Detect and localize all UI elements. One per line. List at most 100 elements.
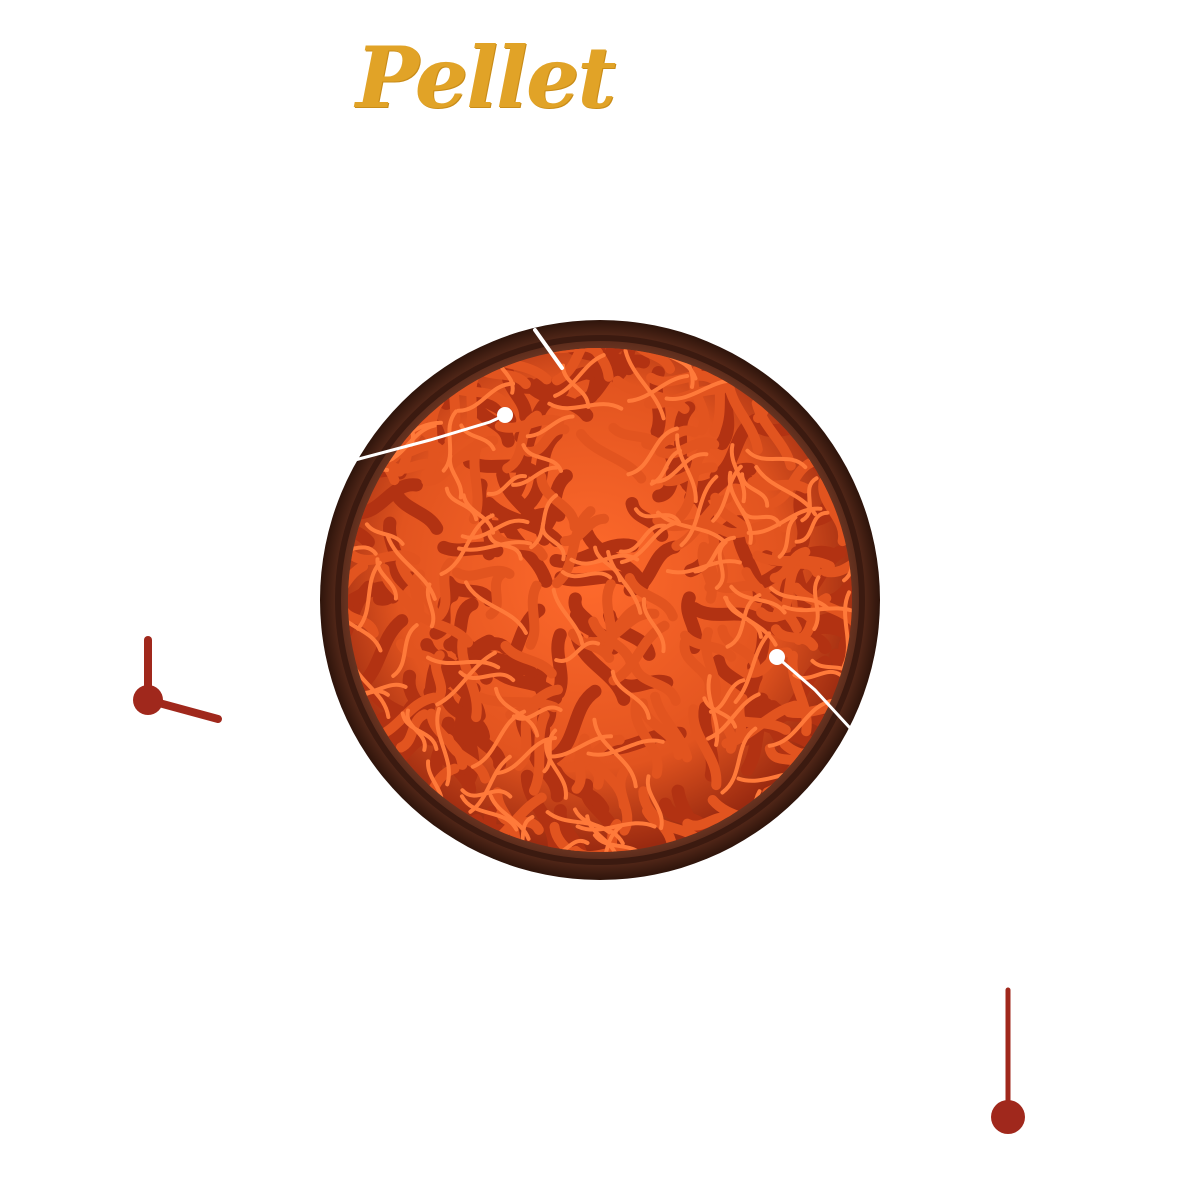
pellet xyxy=(468,438,484,525)
pellet xyxy=(356,560,382,631)
pellet xyxy=(403,348,448,363)
pellet xyxy=(551,628,568,699)
pellet xyxy=(489,528,548,561)
pellet xyxy=(815,348,852,371)
pellet xyxy=(697,541,717,604)
pellet xyxy=(665,559,742,575)
pellet xyxy=(624,573,678,622)
pellet xyxy=(505,684,563,720)
pellet xyxy=(494,736,557,776)
pellet xyxy=(741,567,802,634)
pellet xyxy=(560,570,613,580)
pellet xyxy=(798,348,851,399)
pellet xyxy=(348,348,395,369)
pellet xyxy=(688,602,765,627)
pellet xyxy=(525,580,542,650)
pellet xyxy=(549,538,639,569)
pellet xyxy=(675,433,698,504)
pellet xyxy=(395,709,430,753)
pellet xyxy=(521,443,563,473)
pellet xyxy=(592,717,638,789)
pellet xyxy=(348,374,368,441)
pellet xyxy=(769,586,830,611)
pellet xyxy=(464,580,528,635)
pellet xyxy=(679,474,719,548)
pellet xyxy=(781,604,852,614)
pellet xyxy=(544,739,568,800)
pellet xyxy=(740,507,782,527)
pellet xyxy=(765,456,820,509)
pellet xyxy=(740,698,773,776)
pellet xyxy=(348,808,387,818)
pellet xyxy=(525,414,575,439)
pellet xyxy=(444,486,479,522)
pellet xyxy=(810,362,850,411)
pellet xyxy=(485,568,508,620)
pellet xyxy=(723,379,763,455)
pellet xyxy=(733,631,771,704)
pellet xyxy=(688,704,722,791)
pellet xyxy=(608,422,664,450)
pellet xyxy=(536,471,580,532)
pellet xyxy=(377,821,454,852)
pellet xyxy=(407,602,474,648)
pellet xyxy=(702,696,738,729)
pellet xyxy=(542,728,558,774)
pellet xyxy=(385,533,437,601)
pellet xyxy=(642,597,666,654)
pellet xyxy=(810,348,852,365)
pellet xyxy=(348,845,391,852)
pellet xyxy=(435,706,451,787)
pellet xyxy=(567,348,614,382)
pellet xyxy=(348,601,379,639)
pellet xyxy=(459,794,519,832)
pellet xyxy=(434,557,456,621)
pellet xyxy=(551,588,585,646)
pellet xyxy=(529,710,550,796)
pellet xyxy=(623,348,666,421)
pellet xyxy=(452,565,515,581)
pellet xyxy=(366,348,400,407)
pellet xyxy=(554,640,601,663)
pellet xyxy=(769,546,811,583)
pellet xyxy=(693,535,736,574)
pellet xyxy=(787,650,812,737)
pellet xyxy=(511,465,559,487)
pellet xyxy=(645,774,664,830)
pellet xyxy=(494,414,565,433)
pin-marker-icon xyxy=(991,987,1025,1134)
pellet xyxy=(575,821,657,832)
pellet xyxy=(548,734,613,759)
pellet xyxy=(630,698,663,779)
pellet xyxy=(551,506,596,589)
pellet xyxy=(720,726,758,795)
pellet xyxy=(470,709,527,769)
pellet xyxy=(618,523,667,554)
pellet xyxy=(751,348,802,384)
pellet xyxy=(746,506,823,535)
callout-bottom-right xyxy=(769,649,852,730)
pellet xyxy=(729,584,787,615)
pellet xyxy=(626,426,679,477)
pellet xyxy=(441,409,458,473)
pellet xyxy=(458,670,516,683)
pellet xyxy=(405,708,427,752)
pellet xyxy=(592,833,645,852)
pellet xyxy=(820,546,852,578)
pellet xyxy=(706,674,720,747)
pellet xyxy=(560,363,591,409)
pellet xyxy=(421,450,477,486)
pellet xyxy=(348,581,391,616)
pellet xyxy=(544,839,590,852)
pellet xyxy=(348,505,375,549)
pellet xyxy=(794,510,830,544)
pellet xyxy=(580,526,649,592)
pellet xyxy=(435,650,497,707)
pellet xyxy=(348,550,421,565)
pellet xyxy=(633,507,681,525)
pellet xyxy=(511,705,563,721)
pellet xyxy=(488,793,531,841)
pellet xyxy=(703,541,719,593)
pellet xyxy=(770,624,819,651)
pellet xyxy=(619,520,680,565)
